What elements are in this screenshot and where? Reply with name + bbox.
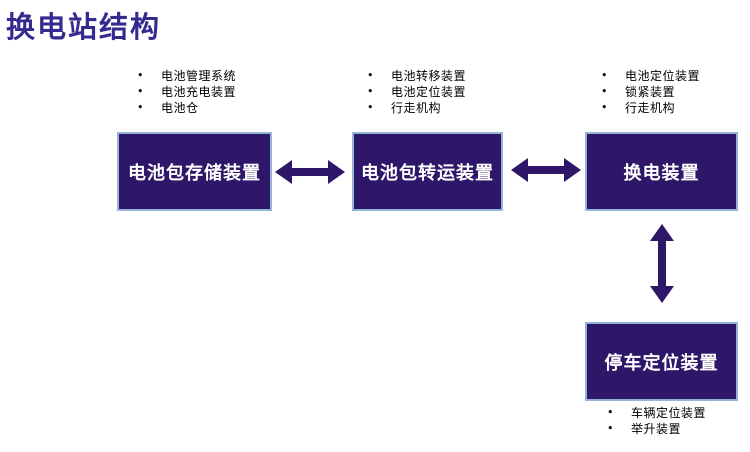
bullet-text: 行走机构	[625, 101, 676, 115]
page-title: 换电站结构	[6, 10, 162, 44]
bullet-item: • 车辆定位装置	[607, 405, 706, 421]
bullet-dot: •	[601, 101, 608, 114]
node-label: 电池包转运装置	[361, 162, 494, 184]
node-parking: 停车定位装置	[585, 322, 738, 401]
node-label: 电池包存储装置	[128, 162, 261, 184]
bullet-list-parking: • 车辆定位装置 • 举升装置	[607, 405, 706, 437]
node-swap: 换电装置	[585, 132, 738, 211]
bullet-text: 电池管理系统	[161, 69, 237, 83]
bullet-text: 车辆定位装置	[631, 406, 707, 420]
bullet-text: 举升装置	[631, 422, 682, 436]
bullet-text: 电池转移装置	[391, 69, 467, 83]
bullet-text: 电池定位装置	[391, 85, 467, 99]
bullet-dot: •	[367, 101, 374, 114]
bullet-dot: •	[607, 406, 614, 419]
node-storage: 电池包存储装置	[117, 132, 272, 211]
bullet-text: 电池仓	[161, 101, 199, 115]
bullet-text: 电池定位装置	[625, 69, 701, 83]
bullet-dot: •	[601, 69, 608, 82]
bullet-item: • 举升装置	[607, 421, 706, 437]
bullet-dot: •	[367, 85, 374, 98]
bullet-text: 锁紧装置	[625, 85, 676, 99]
bullet-dot: •	[607, 422, 614, 435]
bullet-item: • 电池充电装置	[137, 84, 236, 100]
bullet-text: 行走机构	[391, 101, 442, 115]
bullet-dot: •	[137, 101, 144, 114]
bullet-dot: •	[601, 85, 608, 98]
node-transfer: 电池包转运装置	[352, 132, 503, 211]
node-label: 换电装置	[623, 162, 700, 184]
bullet-list-storage: • 电池管理系统 • 电池充电装置 • 电池仓	[137, 68, 236, 116]
bullet-dot: •	[367, 69, 374, 82]
bullet-item: • 电池管理系统	[137, 68, 236, 84]
bullet-item: • 行走机构	[601, 100, 700, 116]
node-label: 停车定位装置	[604, 352, 719, 374]
bullet-list-transfer: • 电池转移装置 • 电池定位装置 • 行走机构	[367, 68, 466, 116]
bullet-list-swap: • 电池定位装置 • 锁紧装置 • 行走机构	[601, 68, 700, 116]
bullet-dot: •	[137, 85, 144, 98]
double-arrow-horizontal-icon	[511, 157, 581, 183]
bullet-item: • 电池定位装置	[601, 68, 700, 84]
bullet-text: 电池充电装置	[161, 85, 237, 99]
bullet-item: • 电池仓	[137, 100, 236, 116]
bullet-dot: •	[137, 69, 144, 82]
bullet-item: • 锁紧装置	[601, 84, 700, 100]
bullet-item: • 电池定位装置	[367, 84, 466, 100]
double-arrow-horizontal-icon	[275, 159, 345, 185]
bullet-item: • 行走机构	[367, 100, 466, 116]
double-arrow-vertical-icon	[649, 224, 675, 303]
bullet-item: • 电池转移装置	[367, 68, 466, 84]
